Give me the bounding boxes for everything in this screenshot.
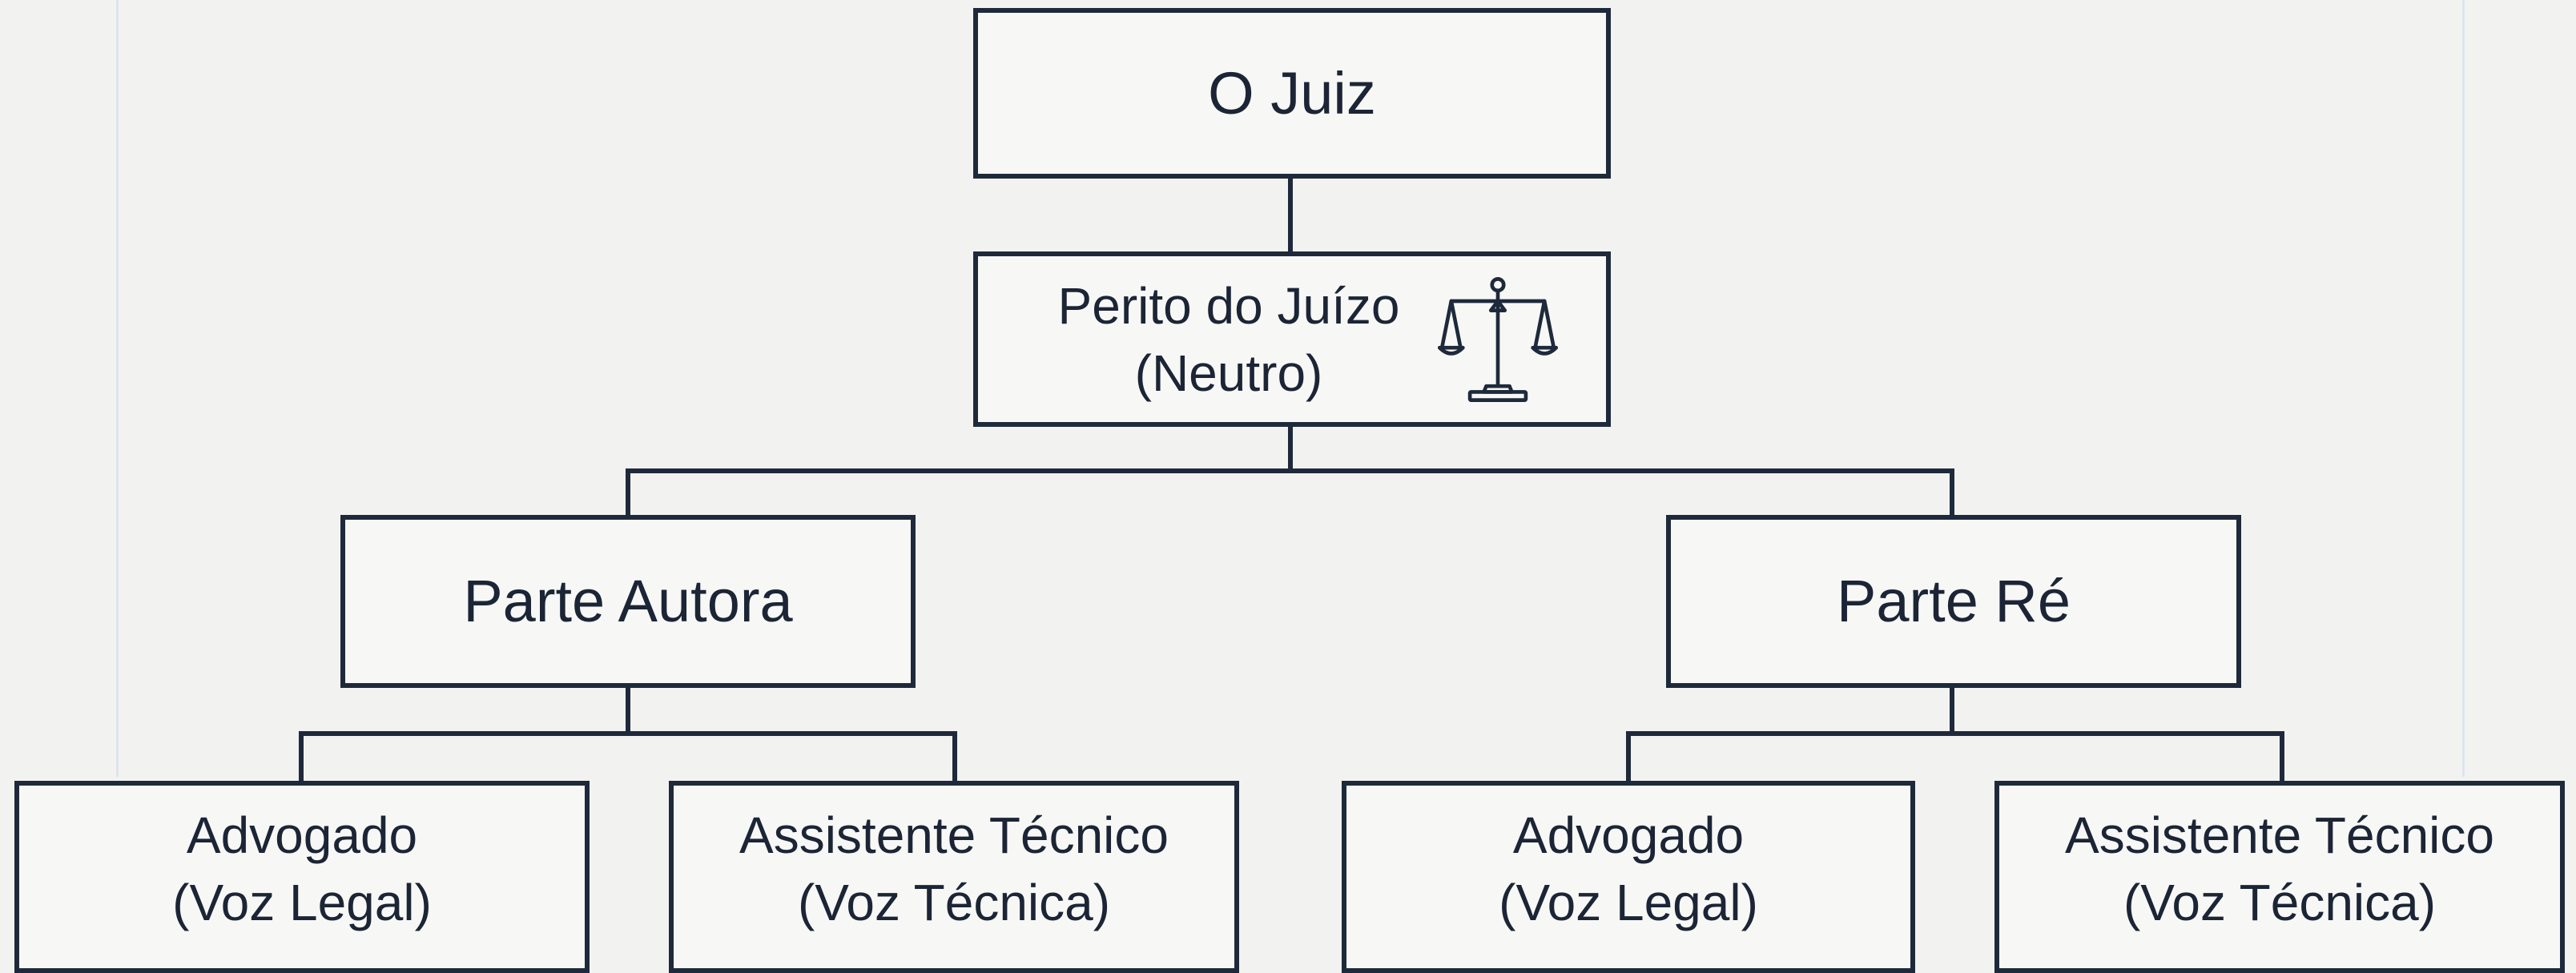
node-perito-label: Perito do Juízo (Neutro): [1058, 272, 1400, 407]
node-autora-advogado: Advogado (Voz Legal): [14, 781, 590, 973]
connector-to-autora-advogado: [299, 734, 304, 783]
scales-of-justice-icon: [1438, 276, 1559, 402]
node-re-assistente: Assistente Técnico (Voz Técnica): [1994, 781, 2565, 973]
node-autora-assistente: Assistente Técnico (Voz Técnica): [669, 781, 1239, 973]
node-parte-autora-label: Parte Autora: [463, 568, 792, 635]
connector-autora-down: [626, 686, 630, 734]
node-re-advogado-label: Advogado (Voz Legal): [1499, 802, 1758, 936]
node-autora-advogado-label: Advogado (Voz Legal): [172, 802, 432, 936]
connector-perito-down: [1288, 424, 1293, 471]
node-re-assistente-line-2: (Voz Técnica): [2123, 874, 2437, 931]
node-autora-assistente-line-2: (Voz Técnica): [797, 874, 1111, 931]
node-parte-re: Parte Ré: [1666, 515, 2241, 688]
node-perito: Perito do Juízo (Neutro): [973, 251, 1611, 427]
connector-to-re: [1950, 471, 1954, 517]
node-perito-line-1: Perito do Juízo: [1057, 276, 1400, 335]
node-parte-autora: Parte Autora: [340, 515, 916, 688]
node-perito-line-2: (Neutro): [1134, 344, 1323, 402]
left-guide-line: [116, 0, 119, 777]
node-autora-advogado-line-1: Advogado: [186, 806, 418, 864]
node-juiz-label: O Juiz: [1208, 60, 1376, 127]
connector-juiz-perito: [1288, 176, 1293, 254]
connector-to-autora: [626, 471, 630, 517]
connector-parties-horizontal: [626, 468, 1954, 473]
node-parte-autora-line-1: Parte Autora: [463, 568, 793, 634]
node-autora-advogado-line-2: (Voz Legal): [172, 874, 432, 931]
right-guide-line: [2462, 0, 2465, 777]
node-re-advogado-line-1: Advogado: [1512, 806, 1745, 864]
connector-re-down: [1950, 686, 1954, 734]
node-juiz-line-1: O Juiz: [1208, 59, 1376, 127]
node-juiz: O Juiz: [973, 8, 1611, 179]
connector-autora-children-horizontal: [299, 731, 957, 736]
node-autora-assistente-line-1: Assistente Técnico: [739, 806, 1169, 864]
node-parte-re-label: Parte Ré: [1837, 568, 2071, 635]
node-re-advogado: Advogado (Voz Legal): [1342, 781, 1915, 973]
node-re-advogado-line-2: (Voz Legal): [1499, 874, 1758, 931]
node-parte-re-line-1: Parte Ré: [1836, 568, 2071, 634]
connector-to-re-advogado: [1626, 734, 1631, 783]
node-autora-assistente-label: Assistente Técnico (Voz Técnica): [739, 802, 1169, 936]
connector-to-autora-assistente: [952, 734, 957, 783]
hierarchy-diagram: O Juiz Perito do Juízo (Neutro): [14, 0, 2565, 973]
node-re-assistente-label: Assistente Técnico (Voz Técnica): [2065, 802, 2494, 936]
connector-re-children-horizontal: [1626, 731, 2284, 736]
connector-to-re-assistente: [2280, 734, 2284, 783]
node-re-assistente-line-1: Assistente Técnico: [2065, 806, 2494, 864]
